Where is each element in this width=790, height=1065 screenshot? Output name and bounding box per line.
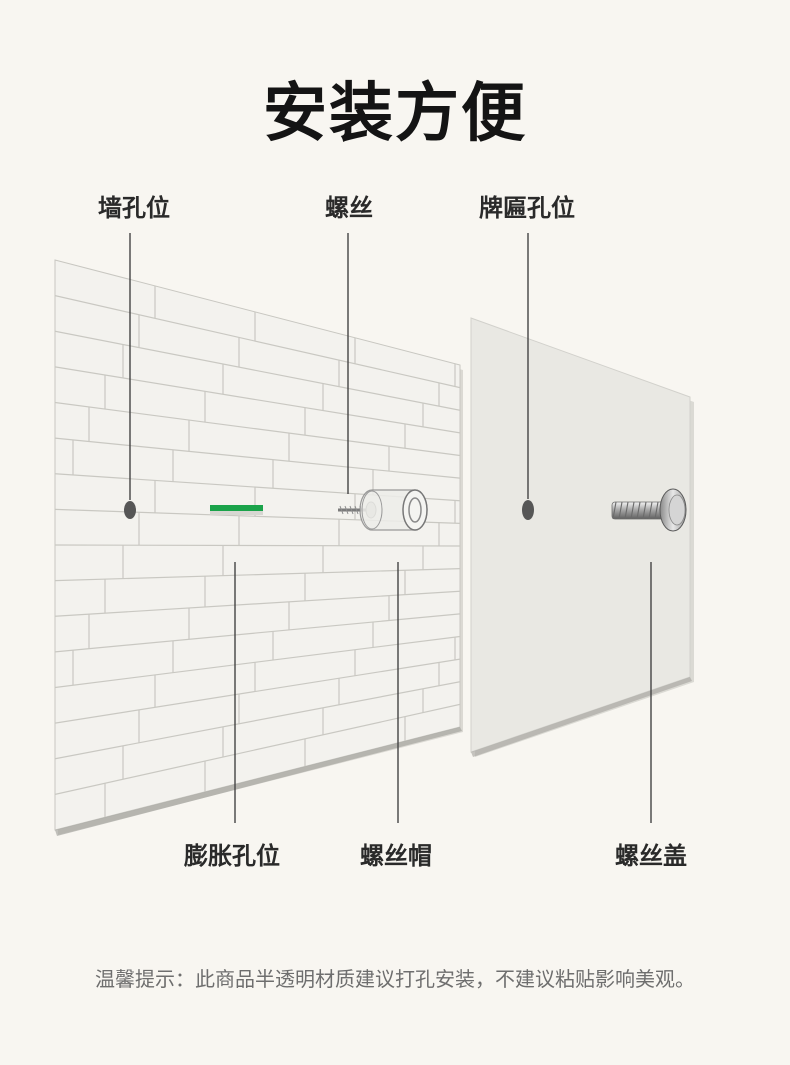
brick-row-line: [55, 544, 460, 547]
brick-wall: [54, 259, 463, 836]
label-sign-hole: 牌匾孔位: [479, 194, 575, 222]
label-screw-cap: 螺丝帽: [360, 842, 432, 870]
brick-row-line: [55, 295, 460, 389]
brick-row-line: [55, 613, 460, 653]
screw-cap-cylinder: [359, 489, 428, 531]
leader-lines: [129, 233, 652, 823]
label-screw-cover: 螺丝盖: [615, 842, 687, 870]
brick-row-line: [55, 437, 460, 479]
label-wall-hole: 墙孔位: [98, 194, 170, 222]
brick-row-line: [55, 658, 460, 724]
anchor-plug: [210, 505, 263, 515]
sign-hole-dot: [522, 500, 534, 520]
brick-row-line: [55, 590, 460, 617]
screw-cover: [611, 488, 687, 532]
brick-row-line: [55, 330, 460, 411]
brick-row-line: [55, 401, 460, 457]
page-title: 安装方便: [263, 77, 527, 151]
brick-row-line: [55, 568, 460, 582]
wall-hole-dot: [124, 501, 136, 519]
warm-tip: 温馨提示：此商品半透明材质建议打孔安装，不建议粘贴影响美观。: [95, 967, 695, 991]
brick-row-line: [55, 703, 460, 795]
sign-panel: [470, 317, 694, 757]
label-screw: 螺丝: [325, 194, 373, 222]
label-anchor-hole: 膨胀孔位: [184, 842, 280, 870]
brick-row-line: [55, 635, 460, 689]
